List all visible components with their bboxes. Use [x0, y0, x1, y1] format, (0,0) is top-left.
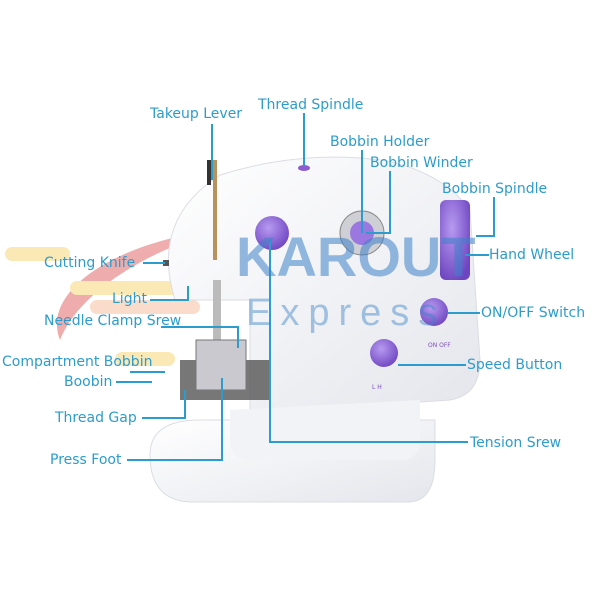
thread-spindle — [298, 165, 310, 171]
machine-body — [168, 156, 481, 411]
label-light: Light — [112, 291, 147, 307]
label-press-foot: Press Foot — [50, 452, 122, 468]
onoff-button — [420, 298, 448, 326]
label-bobbin-spindle: Bobbin Spindle — [442, 181, 548, 197]
cutting-knife — [163, 260, 169, 266]
label-tension-screw: Tension Srew — [470, 435, 562, 451]
label-boobin: Boobin — [64, 374, 113, 390]
label-thread-spindle: Thread Spindle — [258, 97, 364, 113]
label-bobbin-holder: Bobbin Holder — [330, 134, 430, 150]
tension-knob — [255, 216, 289, 250]
label-compartment-bobbin: Compartment Bobbin — [2, 354, 153, 370]
takeup-lever — [213, 160, 217, 260]
label-takeup-lever: Takeup Lever — [150, 106, 243, 122]
power-mark: ON OFF — [428, 342, 451, 349]
label-hand-wheel: Hand Wheel — [489, 247, 575, 263]
needle-bar — [213, 280, 221, 340]
speed-button — [370, 339, 398, 367]
leader-lines — [116, 113, 495, 461]
watermark-sub: Express — [246, 292, 447, 334]
label-onoff-switch: ON/OFF Switch — [481, 305, 586, 321]
label-speed-button: Speed Button — [467, 357, 563, 373]
label-thread-gap: Thread Gap — [55, 410, 137, 426]
speed-mark: L H — [372, 384, 382, 391]
watermark-brand: KAROUT — [236, 225, 476, 288]
hand-wheel — [440, 200, 470, 280]
label-bobbin-winder: Bobbin Winder — [370, 155, 473, 171]
label-needle-clamp: Needle Clamp Srew — [44, 313, 182, 329]
label-cutting-knife: Cutting Knife — [44, 255, 136, 271]
